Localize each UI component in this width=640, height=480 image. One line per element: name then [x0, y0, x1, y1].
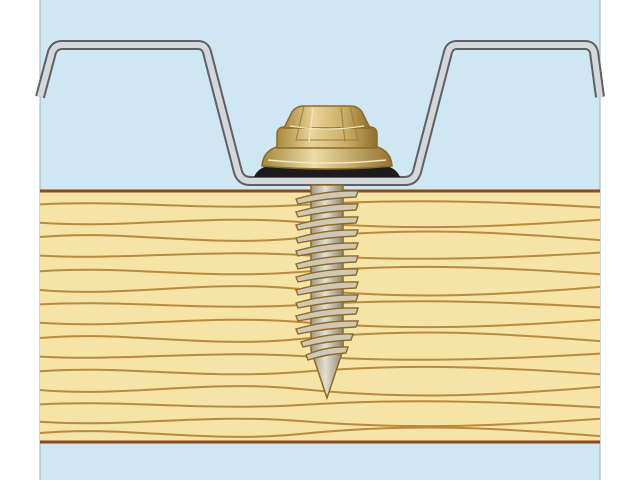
wood-grain-line: [40, 318, 600, 329]
wood-grain-line: [40, 365, 600, 376]
screw-thread: [300, 333, 354, 348]
screw-thread: [295, 203, 359, 218]
screw-thread: [295, 255, 359, 270]
screw-thread: [295, 268, 359, 283]
screw-thread: [295, 242, 359, 257]
screw-thread: [295, 190, 359, 205]
wood-grain-line: [40, 417, 600, 428]
screw-thread: [295, 229, 359, 244]
screw-thread: [295, 216, 359, 231]
screw-thread: [305, 346, 349, 361]
wood-grain-line: [40, 352, 600, 361]
screw-thread: [295, 320, 359, 335]
wood-grain-line: [40, 265, 600, 276]
washer-highlight: [267, 159, 387, 164]
metal-roof-sheet-face: [37, 42, 603, 184]
wood-grain-line: [40, 400, 600, 409]
screw-threads: [295, 190, 359, 361]
screw-thread: [295, 294, 359, 309]
screw-thread: [295, 281, 359, 296]
wood-grain-line: [40, 331, 600, 343]
wood-grain-line: [40, 218, 600, 229]
metal-washer: [261, 145, 393, 170]
wood-grain-line: [40, 200, 600, 209]
wood-grain-line: [40, 385, 600, 397]
wood-grain-line: [40, 426, 600, 438]
screw-thread: [295, 307, 359, 322]
screw-shank: [295, 184, 359, 401]
hex-washer-head: [276, 105, 378, 149]
